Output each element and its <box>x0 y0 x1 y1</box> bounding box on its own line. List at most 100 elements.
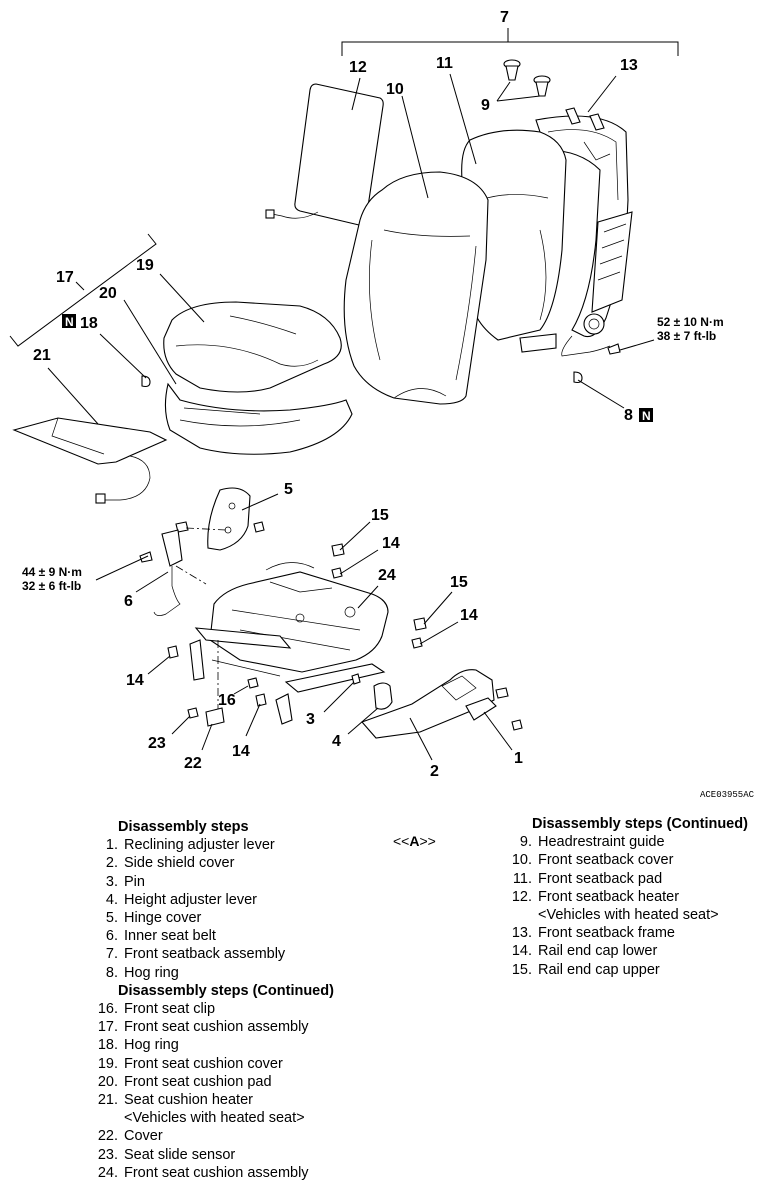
step-number: 3. <box>105 873 118 890</box>
side-shield-parts <box>361 669 523 761</box>
step-text: Front seat clip <box>124 1001 216 1018</box>
step-item: 5.Hinge cover <box>92 909 334 927</box>
step-number: 20. <box>97 1073 118 1090</box>
step-item: 18.Hog ring <box>92 1036 334 1054</box>
callout-18: 18 <box>80 315 98 332</box>
callout-14a: 14 <box>382 535 400 552</box>
callout-14d: 14 <box>232 743 250 760</box>
step-text: Front seat cushion cover <box>124 1055 283 1072</box>
ref-mark-a: <<A>> <box>393 833 436 849</box>
seatback-heater-part <box>265 77 384 226</box>
step-text: Hog ring <box>124 964 179 981</box>
step-number: 23. <box>97 1146 118 1163</box>
step-number: 8. <box>105 964 118 981</box>
callout-12: 12 <box>349 59 367 76</box>
step-text: Rail end cap upper <box>538 961 660 978</box>
step-number: 17. <box>97 1019 118 1036</box>
callout-15b: 15 <box>450 574 468 591</box>
callout-22: 22 <box>184 755 202 772</box>
seatback-frame-part <box>535 75 633 357</box>
callout-7: 7 <box>500 9 509 26</box>
slide-sensor-parts <box>171 677 259 751</box>
step-number: 14. <box>511 943 532 960</box>
step-number: 16. <box>97 1001 118 1018</box>
step-text: Front seatback pad <box>538 870 663 887</box>
step-item: 22.Cover <box>92 1127 334 1145</box>
step-item: 10.Front seatback cover <box>506 851 748 869</box>
exploded-view-diagram: 7 12 11 13 10 9 17 19 20 N 18 21 52 ± 10… <box>9 9 755 800</box>
callout-3: 3 <box>306 711 315 728</box>
step-item: 4.Height adjuster lever <box>92 891 334 909</box>
step-item: 9. Headrestraint guide <box>506 833 748 851</box>
step-number: 18. <box>97 1037 118 1054</box>
steps-heading: Disassembly steps <box>118 819 249 835</box>
callout-1: 1 <box>514 750 523 767</box>
callout-14c: 14 <box>126 672 144 689</box>
callout-17: 17 <box>56 269 74 286</box>
step-text: Pin <box>124 873 145 890</box>
torque-belt-nm: 44 ± 9 N·m <box>22 565 82 579</box>
n-mark-8 <box>639 408 653 422</box>
step-number: 6. <box>105 928 118 945</box>
cushion-pad-part <box>123 299 353 455</box>
callout-13: 13 <box>620 57 638 74</box>
step-number: 24. <box>97 1164 118 1181</box>
callout-14b: 14 <box>460 607 478 624</box>
step-text: Front seatback cover <box>538 852 674 869</box>
step-number: 13. <box>511 925 532 942</box>
step-number: 9. <box>519 834 532 851</box>
disassembly-steps-right: Disassembly steps (Continued) 9.Headrest… <box>506 815 748 979</box>
callout-15a: 15 <box>371 507 389 524</box>
n-mark-18-text: N <box>65 315 74 329</box>
step-item: 20. Front seat cushion pad <box>92 1073 334 1091</box>
step-text: Front seatback assembly <box>124 946 286 963</box>
cushion-hog-ring-part <box>99 333 151 388</box>
step-item: 23. Seat slide sensor <box>92 1146 334 1164</box>
step-item: 11.Front seatback pad <box>506 870 748 888</box>
step-text: Inner seat belt <box>124 928 216 945</box>
step-item: 3. Pin <box>92 873 334 891</box>
step-text: Seat slide sensor <box>124 1146 236 1163</box>
step-text: Height adjuster lever <box>124 891 257 908</box>
ref-mark-close: >> <box>419 833 436 849</box>
cushion-group-bracket <box>9 233 157 347</box>
cushion-heater-part <box>12 367 168 504</box>
step-text: Headrestraint guide <box>538 834 665 851</box>
torque-seatback-ftlb: 38 ± 7 ft-lb <box>657 329 716 343</box>
torque-belt-ftlb: 32 ± 6 ft-lb <box>22 579 81 593</box>
step-number: 19. <box>97 1055 118 1072</box>
step-item: 6. Inner seat belt <box>92 927 334 945</box>
step-item: 8. Hog ring <box>92 964 334 982</box>
callout-4: 4 <box>332 733 341 750</box>
seatback-group-bracket <box>341 28 679 56</box>
step-item: 14.Rail end cap lower <box>506 942 748 960</box>
callout-24: 24 <box>378 567 396 584</box>
callout-21: 21 <box>33 347 51 364</box>
seat-frame-part <box>189 562 389 725</box>
callout-9: 9 <box>481 97 490 114</box>
callout-8-group: 8 N <box>624 407 653 424</box>
step-12-note: <Vehicles with heated seat> <box>538 907 719 924</box>
step-text: Front seat cushion assembly <box>124 1164 309 1181</box>
step-item: 24. Front seat cushion assembly <box>92 1164 334 1182</box>
callout-8: 8 <box>624 407 633 424</box>
disassembly-steps-left: Disassembly steps 1.Reclining adjuster l… <box>92 818 334 1182</box>
callout-23: 23 <box>148 735 166 752</box>
step-text: Hinge cover <box>124 910 202 927</box>
step-number: 21. <box>97 1092 118 1109</box>
callout-10: 10 <box>386 81 404 98</box>
steps-heading-continued: Disassembly steps (Continued) <box>118 982 334 999</box>
step-item: 19. Front seat cushion cover <box>92 1055 334 1073</box>
height-adjuster-parts <box>323 673 393 735</box>
step-text: Seat cushion heater <box>124 1092 253 1109</box>
step-item: 17.Front seat cushion assembly <box>92 1018 334 1036</box>
step-item: 16. Front seat clip <box>92 1000 334 1018</box>
rail-end-cap-parts <box>147 521 459 737</box>
callout-20: 20 <box>99 285 117 302</box>
step-text: Front seat cushion pad <box>124 1073 272 1090</box>
